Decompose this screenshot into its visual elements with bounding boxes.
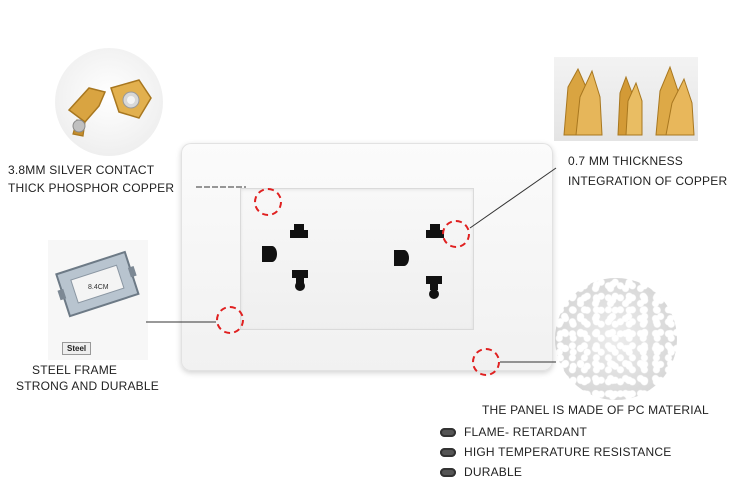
feature-item: HIGH TEMPERATURE RESISTANCE <box>440 442 671 462</box>
copper-clips-image <box>554 57 698 141</box>
outlet-left <box>258 218 318 296</box>
steel-dimension-text: 8.4CM <box>88 284 109 291</box>
copper-callout-line1: 0.7 MM THICKNESS <box>568 154 684 168</box>
frame-callout-line2: STRONG AND DURABLE <box>16 379 159 393</box>
steel-tag: Steel <box>62 342 92 355</box>
socket-insert <box>240 188 474 330</box>
feature-item: FLAME- RETARDANT <box>440 422 671 442</box>
feature-label: DURABLE <box>464 465 523 479</box>
callout-ring-icon <box>216 306 244 334</box>
steel-frame-image: 8.4CM Steel <box>48 240 148 360</box>
bullet-pill-icon <box>440 467 456 477</box>
pc-pellets-image <box>555 278 677 400</box>
contact-callout-line2: THICK PHOSPHOR COPPER <box>8 181 175 195</box>
feature-label: FLAME- RETARDANT <box>464 425 587 439</box>
silver-contact-image <box>55 48 163 156</box>
bullet-pill-icon <box>440 427 456 437</box>
outlet-right <box>388 218 452 304</box>
panel-material-heading: THE PANEL IS MADE OF PC MATERIAL <box>482 403 709 417</box>
feature-list: FLAME- RETARDANT HIGH TEMPERATURE RESIST… <box>440 422 671 482</box>
callout-ring-icon <box>254 188 282 216</box>
contact-callout-line1: 3.8MM SILVER CONTACT <box>8 163 155 177</box>
feature-label: HIGH TEMPERATURE RESISTANCE <box>464 445 672 459</box>
callout-ring-icon <box>472 348 500 376</box>
callout-ring-icon <box>442 220 470 248</box>
feature-item: DURABLE <box>440 462 671 482</box>
frame-callout-line1: STEEL FRAME <box>32 363 118 377</box>
bullet-pill-icon <box>440 447 456 457</box>
copper-callout-line2: INTEGRATION OF COPPER <box>568 174 728 188</box>
